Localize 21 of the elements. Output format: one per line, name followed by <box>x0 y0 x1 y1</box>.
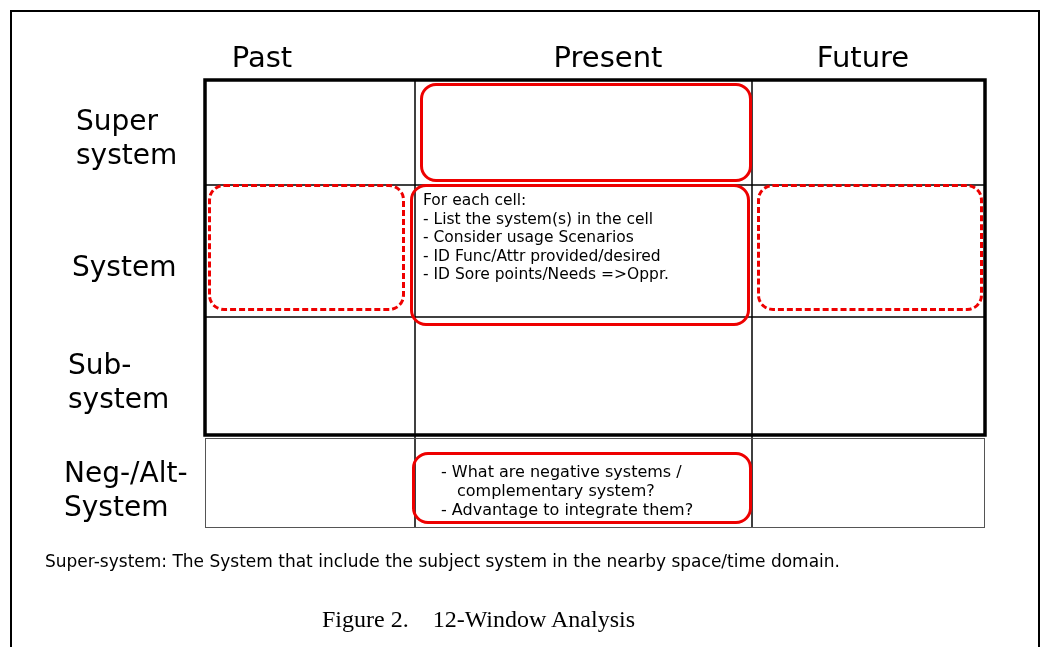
column-header: Future <box>815 40 911 74</box>
dashed-rounded-box <box>208 184 405 311</box>
column-header: Present <box>552 40 664 74</box>
note-line: - List the system(s) in the cell <box>423 209 655 229</box>
note-line: For each cell: <box>423 191 528 210</box>
note-line: - What are negative systems / complementary system? <box>441 462 683 501</box>
note-line: - ID Sore points/Needs =>Oppr. <box>423 265 670 284</box>
note-line: - Advantage to integrate them? <box>441 500 695 520</box>
rounded-box <box>420 83 752 182</box>
row-header: System <box>72 250 178 284</box>
note-line: - ID Func/Attr provided/desired <box>423 246 662 266</box>
column-header: Past <box>230 40 294 74</box>
row-header: Sub- system <box>68 348 171 416</box>
row-header: Neg-/Alt- System <box>64 456 189 524</box>
note-box <box>412 452 752 524</box>
dashed-rounded-box <box>757 184 983 311</box>
note-line: - Consider usage Scenarios <box>423 228 635 247</box>
note-box <box>410 184 750 326</box>
figure-caption: Figure 2. 12-Window Analysis <box>322 606 636 633</box>
footnote-text: Super-system: The System that include the subject system in the nearby space/time domain. <box>45 551 841 571</box>
row-header: Super system <box>76 104 179 172</box>
